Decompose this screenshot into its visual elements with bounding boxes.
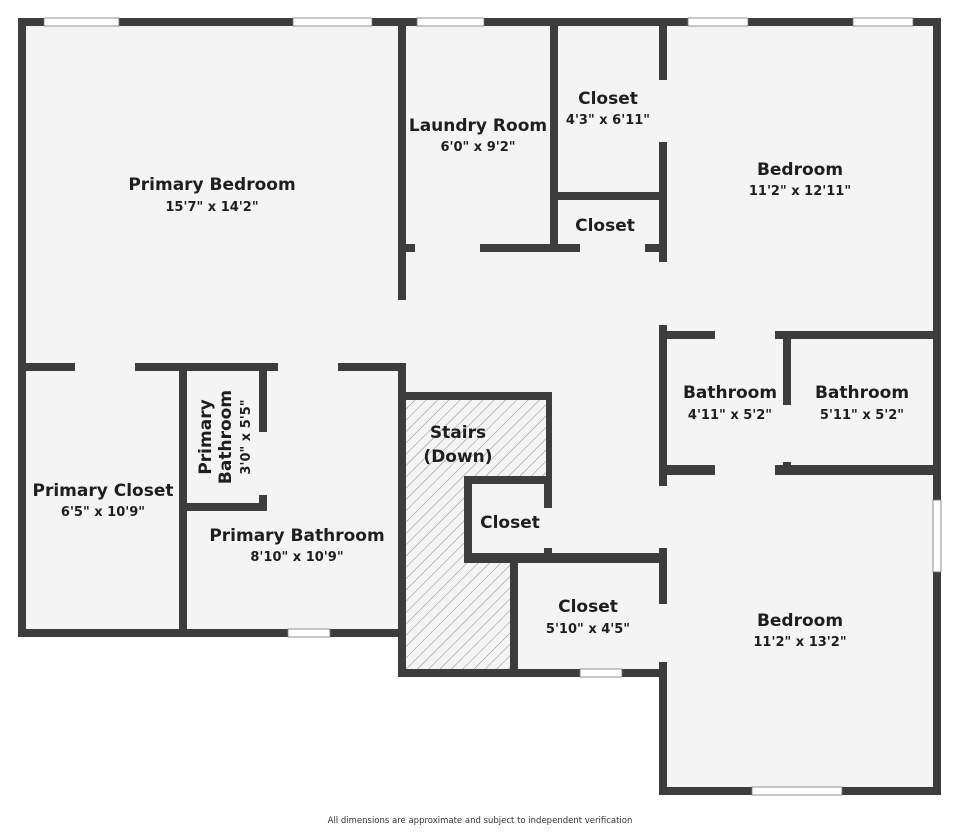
primary-bath-small-floor [187,371,259,503]
room-dims: 15'7" x 14'2" [165,200,258,215]
window [43,17,120,27]
hallway-floor [406,252,659,553]
room-dims: 5'10" x 4'5" [546,622,630,637]
disclaimer: All dimensions are approximate and subje… [327,816,633,826]
room-dims: 5'11" x 5'2" [820,408,904,423]
room-name: Stairs [430,423,486,443]
room-name: Bedroom [757,160,843,180]
room-bathroom-1: Bathroom 4'11" x 5'2" [683,383,777,423]
room-bedroom-top: Bedroom 11'2" x 12'11" [749,160,851,199]
closet-small-floor [558,200,659,244]
room-name: Primary Bathroom [209,526,384,546]
window [751,786,843,796]
bedroom-top-floor [667,26,933,331]
room-closet-mid: Closet [480,513,540,533]
room-name: Bathroom [216,390,236,484]
laundry-floor [406,26,550,244]
room-name: Closet [575,216,635,236]
room-dims: 6'0" x 9'2" [440,140,515,155]
room-bathroom-2: Bathroom 5'11" x 5'2" [815,383,909,423]
room-name: Bathroom [683,383,777,403]
room-dims: 4'3" x 6'11" [566,113,650,128]
room-dims: 11'2" x 13'2" [753,635,846,650]
room-primary-bath-small: Primary Bathroom 3'0" x 5'5" [196,390,254,484]
room-name: Laundry Room [409,116,547,136]
floors [26,26,933,787]
window [579,668,623,678]
room-dims: 6'5" x 10'9" [61,505,145,520]
closet-bottom-floor [518,563,659,669]
window [287,628,331,638]
closet-top-floor [558,26,659,192]
window [416,17,485,27]
room-stairs: Stairs (Down) [423,423,492,467]
room-dims: 4'11" x 5'2" [688,408,772,423]
window [292,17,373,27]
room-name: Bathroom [815,383,909,403]
room-dims: 11'2" x 12'11" [749,184,851,199]
window [932,499,942,573]
room-primary-closet: Primary Closet 6'5" x 10'9" [33,481,174,520]
room-name: Bedroom [757,611,843,631]
primary-closet-floor [26,371,179,629]
room-name: Primary Bedroom [128,175,295,195]
room-dims: 3'0" x 5'5" [239,399,254,474]
windows [43,17,942,796]
closet-mid-floor [472,484,544,553]
window [852,17,914,27]
room-labels: Primary Bedroom 15'7" x 14'2" Laundry Ro… [33,89,910,650]
room-closet-bottom: Closet 5'10" x 4'5" [546,597,630,637]
primary-bedroom-floor [26,26,398,363]
primary-bathroom-floor [187,371,398,629]
room-primary-bathroom: Primary Bathroom 8'10" x 10'9" [209,526,384,565]
room-name: Closet [480,513,540,533]
room-name: Primary [196,399,216,474]
bathroom-1-floor [667,339,783,465]
room-name: Primary Closet [33,481,174,501]
room-dims: 8'10" x 10'9" [250,550,343,565]
room-name: Closet [558,597,618,617]
room-primary-bedroom: Primary Bedroom 15'7" x 14'2" [128,175,295,215]
room-bedroom-bottom: Bedroom 11'2" x 13'2" [753,611,846,650]
room-name: (Down) [423,447,492,467]
door-openings [75,80,791,662]
bedroom-bottom-floor [667,475,933,787]
bathroom-2-floor [791,339,933,465]
room-closet-small: Closet [575,216,635,236]
room-laundry: Laundry Room 6'0" x 9'2" [409,116,547,155]
window [687,17,749,27]
room-name: Closet [578,89,638,109]
room-closet-top: Closet 4'3" x 6'11" [566,89,650,128]
